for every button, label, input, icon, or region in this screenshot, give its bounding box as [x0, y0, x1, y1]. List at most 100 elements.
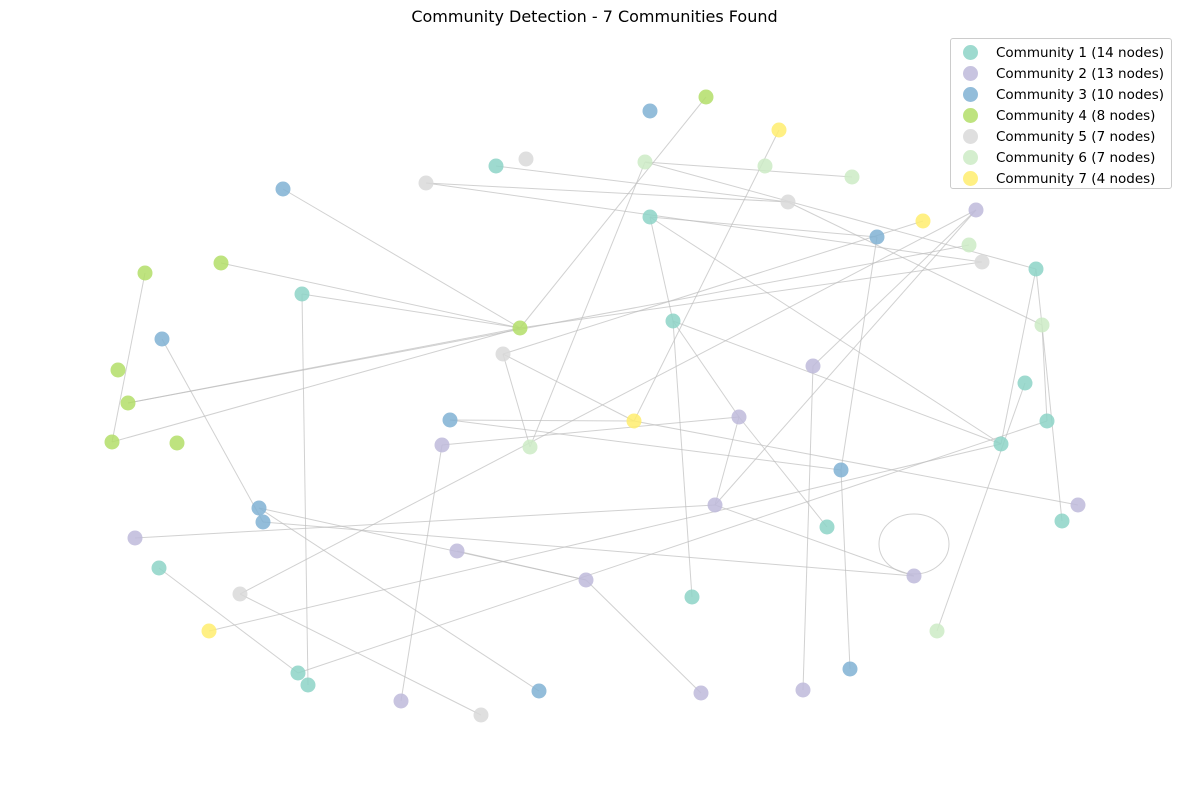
legend: Community 1 (14 nodes) Community 2 (13 n…: [950, 38, 1172, 189]
legend-swatch-community-2: [963, 66, 978, 81]
graph-edge: [840, 469, 851, 670]
graph-node-community-3: [869, 229, 885, 245]
graph-edge: [239, 593, 482, 716]
graph-node-community-2: [707, 497, 723, 513]
legend-item-community-1: Community 1 (14 nodes): [951, 42, 1171, 63]
graph-node-community-1: [1054, 513, 1070, 529]
graph-node-community-3: [531, 683, 547, 699]
legend-swatch-community-7: [963, 171, 978, 186]
graph-node-community-7: [771, 122, 787, 138]
graph-edge: [738, 416, 828, 528]
graph-node-community-6: [522, 439, 538, 455]
graph-node-community-4: [169, 435, 185, 451]
graph-edge: [158, 567, 299, 674]
graph-edge: [301, 293, 309, 686]
graph-edge: [672, 320, 1002, 445]
graph-node-community-2: [795, 682, 811, 698]
graph-node-community-2: [393, 693, 409, 709]
graph-node-community-2: [731, 409, 747, 425]
graph-node-community-3: [275, 181, 291, 197]
legend-item-community-3: Community 3 (10 nodes): [951, 84, 1171, 105]
graph-edge: [127, 327, 521, 404]
graph-edge: [262, 521, 915, 577]
legend-label-community-3: Community 3 (10 nodes): [996, 86, 1165, 103]
graph-edge: [502, 353, 635, 422]
graph-edge: [425, 182, 983, 263]
graph-node-community-2: [1070, 497, 1086, 513]
graph-edge: [1041, 324, 1048, 422]
graph-node-community-2: [968, 202, 984, 218]
graph-edge: [585, 579, 702, 694]
graph-edge: [301, 293, 521, 329]
legend-label-community-2: Community 2 (13 nodes): [996, 65, 1165, 82]
graph-node-community-5: [232, 586, 248, 602]
legend-label-community-1: Community 1 (14 nodes): [996, 44, 1165, 61]
graph-edge: [936, 382, 1026, 632]
graph-edge: [1035, 268, 1043, 326]
graph-node-community-4: [137, 265, 153, 281]
graph-edge: [802, 365, 814, 691]
graph-edge: [220, 262, 521, 329]
legend-swatch-community-1: [963, 45, 978, 60]
graph-edge: [258, 507, 540, 692]
legend-item-community-7: Community 7 (4 nodes): [951, 168, 1171, 189]
graph-edge: [714, 209, 977, 506]
legend-swatch-community-6: [963, 150, 978, 165]
graph-edge: [714, 416, 740, 506]
graph-node-community-7: [201, 623, 217, 639]
graph-node-community-3: [833, 462, 849, 478]
graph-node-community-2: [906, 568, 922, 584]
graph-node-community-1: [1017, 375, 1033, 391]
legend-label-community-4: Community 4 (8 nodes): [996, 107, 1156, 124]
graph-node-community-3: [251, 500, 267, 516]
graph-edge: [208, 443, 1002, 632]
graph-node-community-4: [104, 434, 120, 450]
graph-edge: [644, 161, 853, 178]
graph-node-community-6: [757, 158, 773, 174]
graph-edge: [495, 165, 789, 203]
graph-node-community-2: [434, 437, 450, 453]
legend-label-community-5: Community 5 (7 nodes): [996, 128, 1156, 145]
graph-node-community-4: [213, 255, 229, 271]
graph-node-community-2: [805, 358, 821, 374]
graph-edge: [840, 236, 878, 471]
graph-edge: [672, 320, 740, 418]
graph-edge: [633, 129, 780, 422]
graph-edge: [519, 261, 983, 329]
graph-node-community-5: [974, 254, 990, 270]
graph-edge: [134, 504, 716, 539]
graph-edge: [714, 504, 915, 577]
graph-edge: [502, 220, 924, 355]
graph-edge: [812, 209, 977, 367]
graph-node-community-7: [626, 413, 642, 429]
graph-node-community-6: [1034, 317, 1050, 333]
legend-item-community-5: Community 5 (7 nodes): [951, 126, 1171, 147]
graph-edge: [649, 216, 1002, 445]
graph-edge: [449, 419, 635, 422]
edge-layer: [111, 96, 1079, 716]
graph-edge: [282, 188, 521, 329]
graph-node-community-3: [154, 331, 170, 347]
graph-edge: [519, 96, 707, 329]
graph-node-community-5: [780, 194, 796, 210]
graph-node-community-1: [819, 519, 835, 535]
graph-node-community-3: [255, 514, 271, 530]
graph-node-community-4: [512, 320, 528, 336]
graph-node-community-1: [300, 677, 316, 693]
graph-edge: [649, 216, 878, 238]
graph-node-community-7: [915, 213, 931, 229]
graph-node-community-5: [518, 151, 534, 167]
graph-edge: [161, 338, 264, 523]
graph-node-community-1: [1028, 261, 1044, 277]
graph-node-community-1: [993, 436, 1009, 452]
graph-node-community-2: [127, 530, 143, 546]
graph-edge: [502, 353, 531, 448]
graph-node-community-6: [844, 169, 860, 185]
graph-node-community-6: [929, 623, 945, 639]
legend-swatch-community-3: [963, 87, 978, 102]
graph-edge: [649, 216, 674, 322]
graph-node-community-1: [290, 665, 306, 681]
legend-item-community-2: Community 2 (13 nodes): [951, 63, 1171, 84]
graph-edge: [111, 327, 521, 443]
graph-edge: [672, 320, 693, 598]
